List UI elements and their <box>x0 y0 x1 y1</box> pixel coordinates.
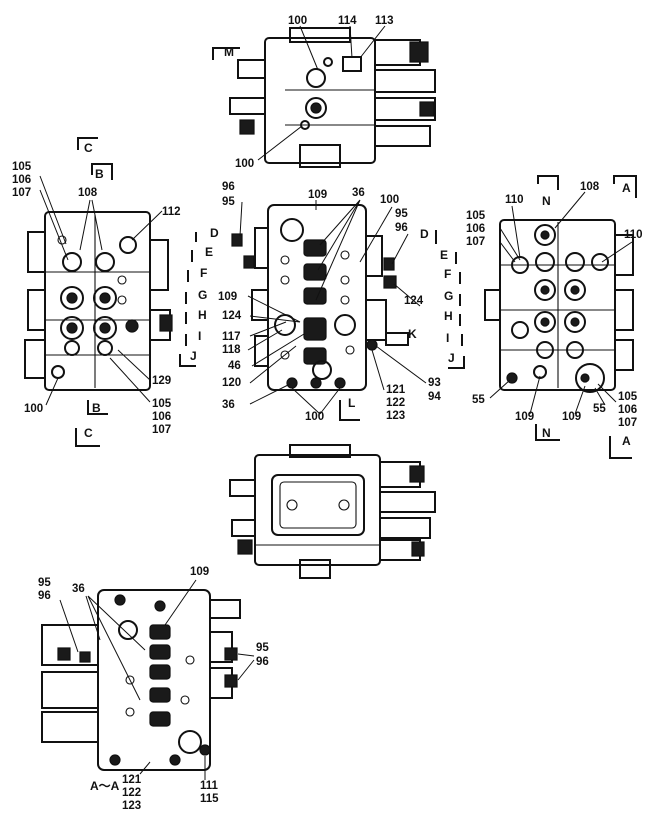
right-view-labels: 108 105 106 107 110 110 55 109 109 55 10… <box>466 175 643 459</box>
right-view <box>484 219 634 393</box>
part-label: 117 <box>222 331 241 343</box>
section-marker: E <box>440 248 448 262</box>
part-label: 100 <box>24 403 43 415</box>
part-label: 113 <box>375 15 394 27</box>
part-label: 109 <box>218 291 237 303</box>
section-marker: G <box>198 288 207 302</box>
part-label: 107 <box>466 236 485 248</box>
part-label: 123 <box>386 410 405 422</box>
section-marker: G <box>444 289 453 303</box>
part-label: 107 <box>618 417 637 429</box>
part-label: 55 <box>593 403 606 415</box>
part-label: 46 <box>228 360 241 372</box>
part-label: 122 <box>386 397 405 409</box>
section-marker: D <box>420 227 429 241</box>
part-label: 96 <box>38 590 51 602</box>
part-label: 95 <box>256 642 269 654</box>
section-marker: I <box>446 331 449 345</box>
part-label: 124 <box>222 310 242 322</box>
part-label: 107 <box>12 187 31 199</box>
part-label: 109 <box>190 566 209 578</box>
part-label: 55 <box>472 394 485 406</box>
section-marker: B <box>95 167 104 181</box>
part-label: 36 <box>222 399 235 411</box>
part-label: 121 <box>122 774 142 786</box>
section-marker: I <box>198 329 201 343</box>
section-marker: F <box>444 267 451 281</box>
section-marker: K <box>408 327 417 341</box>
section-marker: E <box>205 245 213 259</box>
bottom-view <box>229 444 436 579</box>
part-label: 93 <box>428 377 441 389</box>
part-label: 109 <box>308 189 327 201</box>
part-label: 123 <box>122 800 141 812</box>
part-label: 107 <box>152 424 171 436</box>
part-label: 115 <box>200 793 219 805</box>
part-label: 100 <box>235 158 254 170</box>
section-marker: J <box>190 349 197 363</box>
section-aa-labels: 95 96 36 109 95 96 121 122 123 111 115 A… <box>38 566 269 812</box>
part-label: 106 <box>466 223 485 235</box>
part-label: 95 <box>38 577 51 589</box>
part-label: 110 <box>505 194 524 206</box>
part-label: 120 <box>222 377 241 389</box>
section-marker: C <box>84 141 93 155</box>
part-label: 36 <box>352 187 365 199</box>
section-marker: N <box>542 426 551 440</box>
part-label: 95 <box>222 196 235 208</box>
part-label: 36 <box>72 583 85 595</box>
top-view <box>229 27 436 168</box>
center-view-labels: 96 95 109 36 100 95 96 124 109 124 117 1… <box>179 181 465 423</box>
left-view-labels: 105 106 107 108 112 129 100 105 106 107 … <box>12 137 181 447</box>
view-title: A～A <box>90 779 120 793</box>
part-label: 96 <box>256 656 269 668</box>
section-marker: F <box>200 266 207 280</box>
part-label: 100 <box>380 194 399 206</box>
part-label: 108 <box>78 187 98 199</box>
top-view-labels: 100 114 113 100 M <box>212 15 394 170</box>
part-label: 96 <box>395 222 408 234</box>
part-label: 95 <box>395 208 408 220</box>
section-aa-view <box>41 589 241 771</box>
part-label: 105 <box>618 391 638 403</box>
section-marker: B <box>92 401 101 415</box>
part-label: 112 <box>162 206 181 218</box>
section-marker: H <box>444 309 453 323</box>
section-marker: L <box>348 396 355 410</box>
part-label: 106 <box>618 404 637 416</box>
left-view <box>24 211 173 391</box>
part-label: 94 <box>428 391 441 403</box>
section-marker: J <box>448 351 455 365</box>
section-marker: A <box>622 434 631 448</box>
section-marker: A <box>622 181 631 195</box>
section-marker: M <box>224 45 234 59</box>
part-label: 106 <box>12 174 31 186</box>
part-label: 114 <box>338 15 357 27</box>
part-label: 109 <box>562 411 581 423</box>
part-label: 100 <box>288 15 307 27</box>
section-marker: H <box>198 308 207 322</box>
part-label: 105 <box>466 210 486 222</box>
part-label: 111 <box>200 780 219 792</box>
part-label: 122 <box>122 787 141 799</box>
part-label: 105 <box>152 398 172 410</box>
section-marker: D <box>210 226 219 240</box>
part-label: 109 <box>515 411 534 423</box>
part-label: 105 <box>12 161 32 173</box>
part-label: 110 <box>624 229 643 241</box>
section-marker: N <box>542 194 551 208</box>
section-marker: C <box>84 426 93 440</box>
part-label: 118 <box>222 344 241 356</box>
part-label: 106 <box>152 411 171 423</box>
part-label: 108 <box>580 181 600 193</box>
part-label: 121 <box>386 384 406 396</box>
part-label: 129 <box>152 375 171 387</box>
part-label: 96 <box>222 181 235 193</box>
